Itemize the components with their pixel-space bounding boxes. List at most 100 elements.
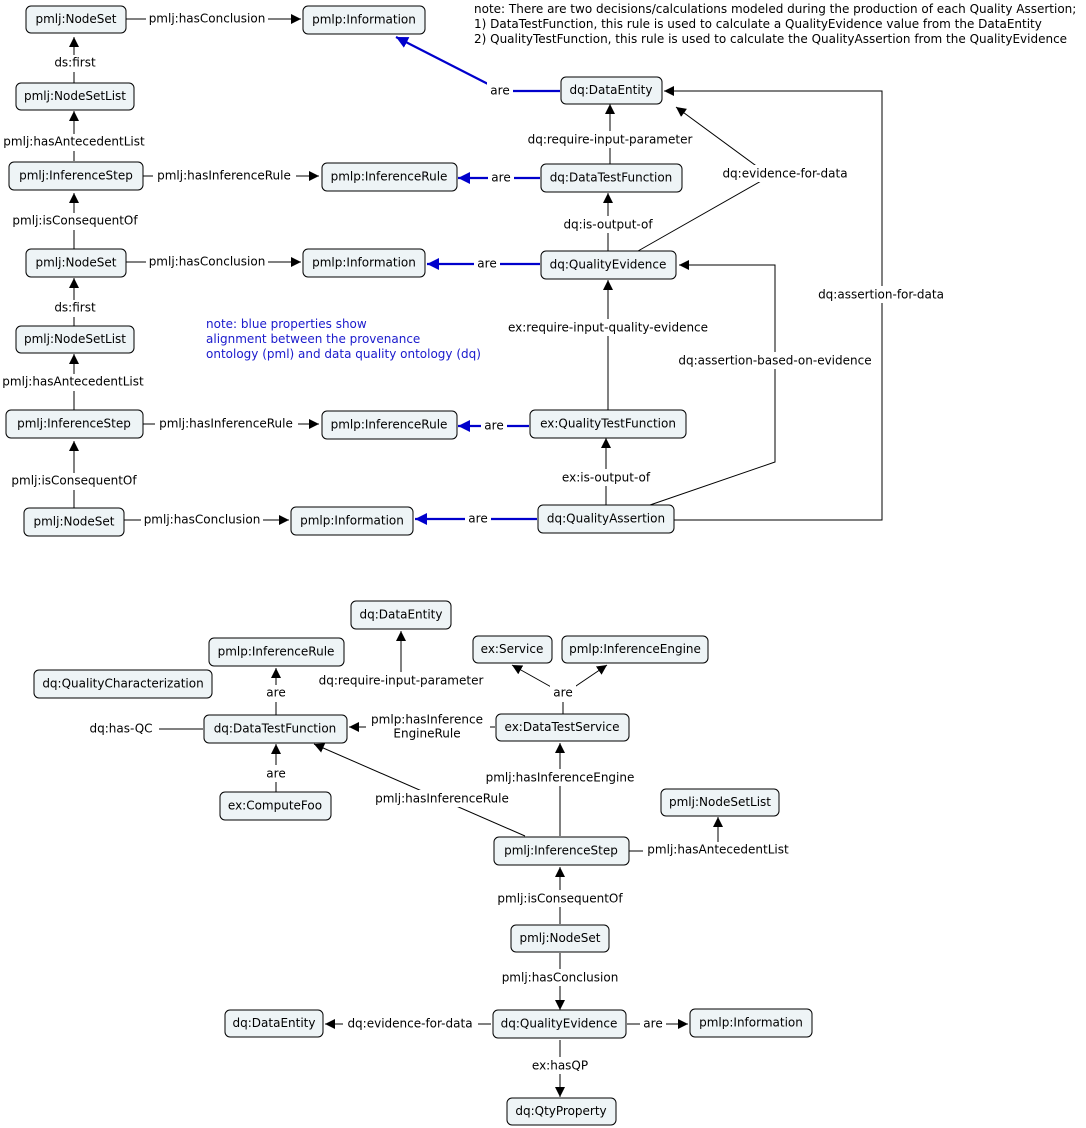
edge-label: are	[481, 418, 507, 435]
edge-label: pmlj:hasConclusion	[497, 969, 623, 986]
edge-label: dq:evidence-for-data	[718, 165, 852, 182]
node-inferencerule: pmlp:InferenceRule	[208, 637, 345, 667]
edge-label: pmlj:hasAntecedentList	[0, 374, 146, 391]
svg-text:are: are	[553, 686, 572, 700]
node-nodesetlist: pmlj:NodeSetList	[15, 325, 135, 354]
svg-text:pmlp:Information: pmlp:Information	[312, 256, 416, 270]
edge-label: dq:assertion-for-data	[812, 286, 952, 303]
svg-text:are: are	[266, 686, 285, 700]
edge-label: pmlp:hasInference EngineRule	[366, 711, 490, 742]
svg-text:ex:Service: ex:Service	[481, 642, 544, 656]
svg-text:pmlj:InferenceStep: pmlj:InferenceStep	[17, 417, 131, 431]
svg-text:dq:DataEntity: dq:DataEntity	[360, 608, 443, 622]
node-dataentity: dq:DataEntity	[224, 1009, 324, 1038]
edge-label: pmlj:hasInferenceRule	[153, 167, 296, 184]
svg-text:are: are	[477, 257, 496, 271]
edge-label: ex:is-output-of	[555, 469, 657, 486]
node-qualityevidence: dq:QualityEvidence	[540, 250, 677, 280]
svg-text:dq:QualityEvidence: dq:QualityEvidence	[501, 1017, 618, 1031]
node-nodeset: pmlj:NodeSet	[25, 248, 127, 278]
edge-label: ds:first	[50, 300, 100, 317]
node-inferencestep: pmlj:InferenceStep	[5, 409, 144, 439]
node-inferencerule: pmlp:InferenceRule	[321, 410, 458, 440]
node-qualitycharacterization: dq:QualityCharacterization	[33, 669, 213, 699]
svg-text:pmlj:hasInferenceRule: pmlj:hasInferenceRule	[375, 792, 509, 806]
edge-label: pmlj:hasAntecedentList	[2, 134, 148, 151]
edge-label: dq:assertion-based-on-evidence	[673, 352, 877, 369]
edge-label: pmlj:hasConclusion	[141, 511, 263, 528]
svg-text:dq:QualityCharacterization: dq:QualityCharacterization	[42, 677, 203, 691]
svg-text:pmlj:hasInferenceRule: pmlj:hasInferenceRule	[159, 417, 293, 431]
edge-label: are	[263, 765, 289, 782]
svg-text:ds:first: ds:first	[54, 301, 96, 315]
node-information: pmlp:Information	[689, 1008, 813, 1038]
svg-text:pmlj:isConsequentOf: pmlj:isConsequentOf	[497, 892, 623, 906]
node-service: ex:Service	[472, 635, 553, 664]
svg-text:pmlj:hasAntecedentList: pmlj:hasAntecedentList	[647, 843, 789, 857]
edge-label: are	[474, 256, 500, 273]
svg-text:pmlj:hasInferenceRule: pmlj:hasInferenceRule	[157, 169, 291, 183]
svg-text:pmlj:NodeSet: pmlj:NodeSet	[33, 515, 114, 529]
node-information: pmlp:Information	[290, 506, 414, 536]
svg-text:pmlj:isConsequentOf: pmlj:isConsequentOf	[12, 214, 138, 228]
svg-text:dq:DataTestFunction: dq:DataTestFunction	[214, 722, 337, 736]
edge-label: pmlj:hasAntecedentList	[643, 842, 793, 859]
edge-label: ex:hasQP	[527, 1057, 593, 1074]
svg-text:pmlj:InferenceStep: pmlj:InferenceStep	[504, 844, 618, 858]
svg-text:ex:require-input-quality-evide: ex:require-input-quality-evidence	[508, 321, 708, 335]
node-inferencerule: pmlp:InferenceRule	[321, 162, 458, 192]
svg-text:ex:is-output-of: ex:is-output-of	[562, 471, 651, 485]
svg-text:dq:DataEntity: dq:DataEntity	[570, 83, 653, 97]
svg-text:are: are	[490, 84, 509, 98]
svg-text:ex:ComputeFoo: ex:ComputeFoo	[228, 799, 322, 813]
svg-text:pmlp:InferenceRule: pmlp:InferenceRule	[218, 645, 335, 659]
svg-text:dq:assertion-based-on-evidence: dq:assertion-based-on-evidence	[678, 354, 871, 368]
svg-text:dq:has-QC: dq:has-QC	[89, 722, 152, 736]
svg-text:pmlj:hasInferenceEngine: pmlj:hasInferenceEngine	[486, 771, 635, 785]
edge-label: pmlj:hasInferenceEngine	[480, 769, 640, 786]
node-datatestfunction: dq:DataTestFunction	[540, 163, 683, 193]
edge-label: dq:evidence-for-data	[343, 1015, 478, 1032]
svg-text:pmlj:NodeSetList: pmlj:NodeSetList	[24, 332, 126, 346]
node-nodeset: pmlj:NodeSet	[510, 924, 610, 953]
svg-text:dq:QtyProperty: dq:QtyProperty	[515, 1104, 606, 1118]
svg-text:pmlp:InferenceEngine: pmlp:InferenceEngine	[569, 642, 701, 656]
edge-label: dq:has-QC	[83, 720, 159, 737]
svg-text:pmlp:InferenceRule: pmlp:InferenceRule	[331, 418, 448, 432]
svg-text:pmlj:NodeSet: pmlj:NodeSet	[35, 12, 116, 26]
edge-label: dq:require-input-parameter	[524, 131, 696, 148]
svg-text:pmlj:hasConclusion: pmlj:hasConclusion	[149, 255, 266, 269]
svg-text:pmlj:NodeSet: pmlj:NodeSet	[519, 931, 600, 945]
edge-label: are	[465, 511, 491, 528]
node-qtyproperty: dq:QtyProperty	[506, 1097, 617, 1126]
svg-text:pmlp:Information: pmlp:Information	[300, 514, 404, 528]
svg-text:are: are	[468, 512, 487, 526]
node-information: pmlp:Information	[302, 5, 426, 35]
svg-text:dq:assertion-for-data: dq:assertion-for-data	[818, 288, 944, 302]
svg-text:dq:QualityEvidence: dq:QualityEvidence	[550, 258, 667, 272]
node-information: pmlp:Information	[302, 248, 426, 278]
svg-text:pmlj:hasAntecedentList: pmlj:hasAntecedentList	[2, 375, 144, 389]
node-computefoo: ex:ComputeFoo	[219, 791, 332, 821]
node-inferencestep: pmlj:InferenceStep	[493, 836, 630, 866]
svg-text:dq:evidence-for-data: dq:evidence-for-data	[347, 1017, 472, 1031]
svg-text:ex:QualityTestFunction: ex:QualityTestFunction	[540, 417, 676, 431]
edge-label: pmlj:hasInferenceRule	[370, 790, 515, 807]
svg-text:note: There are two decisions/: note: There are two decisions/calculatio…	[474, 2, 1076, 16]
svg-text:ex:DataTestService: ex:DataTestService	[505, 720, 620, 734]
svg-text:dq:evidence-for-data: dq:evidence-for-data	[722, 167, 847, 181]
svg-text:pmlp:Information: pmlp:Information	[312, 13, 416, 27]
node-inferenceengine: pmlp:InferenceEngine	[561, 635, 709, 664]
svg-text:pmlj:InferenceStep: pmlj:InferenceStep	[19, 169, 133, 183]
node-nodeset: pmlj:NodeSet	[25, 5, 127, 34]
svg-text:2) QualityTestFunction, this r: 2) QualityTestFunction, this rule is use…	[474, 32, 1067, 46]
node-dataentity: dq:DataEntity	[350, 600, 452, 630]
svg-text:alignment between the provenan: alignment between the provenance	[206, 332, 420, 346]
node-dataentity: dq:DataEntity	[560, 76, 663, 105]
svg-text:note: blue properties show: note: blue properties show	[206, 317, 367, 331]
svg-text:are: are	[491, 171, 510, 185]
node-qualityevidence: dq:QualityEvidence	[492, 1009, 627, 1039]
node-qualitytestfunction: ex:QualityTestFunction	[529, 409, 687, 439]
edge-label: pmlj:hasInferenceRule	[155, 415, 298, 432]
svg-text:pmlp:hasInference: pmlp:hasInference	[371, 713, 483, 727]
